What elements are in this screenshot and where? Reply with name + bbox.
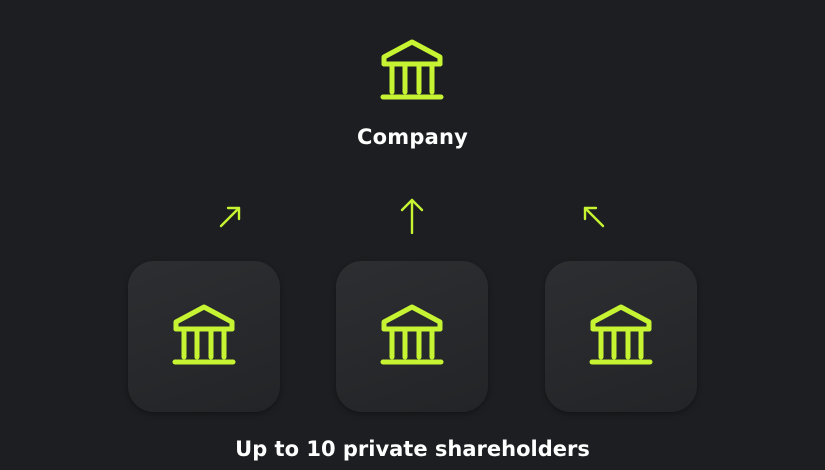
arrow-up-left-icon (583, 206, 605, 228)
shareholder-card-3 (545, 261, 697, 412)
arrow-up-icon (400, 198, 424, 234)
shareholder-card-2 (336, 261, 488, 412)
bank-icon (587, 303, 655, 371)
bank-icon (378, 38, 446, 106)
bank-icon (170, 303, 238, 371)
shareholders-caption: Up to 10 private shareholders (235, 437, 590, 461)
arrow-up-right-icon (219, 206, 241, 228)
shareholder-card-1 (128, 261, 280, 412)
company-label: Company (357, 125, 468, 149)
bank-icon (378, 303, 446, 371)
